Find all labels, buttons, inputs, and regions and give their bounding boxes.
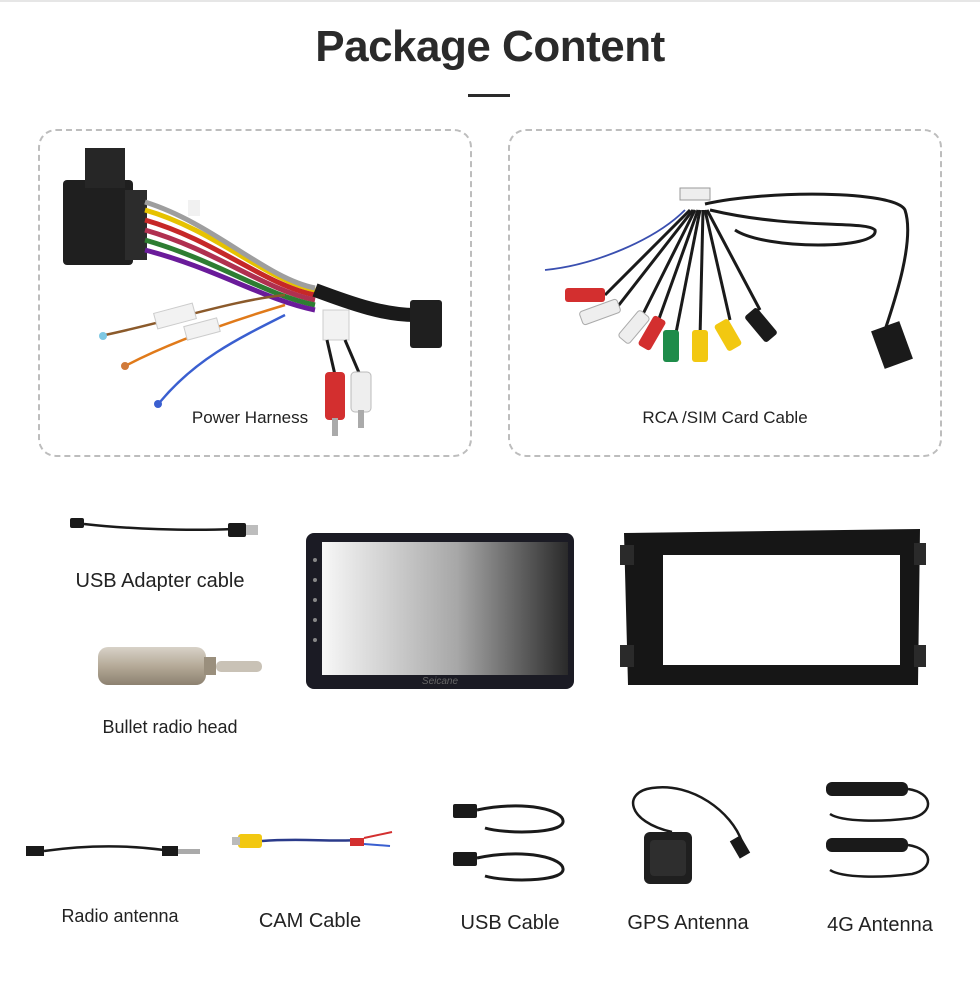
usb-cable-label: USB Cable bbox=[460, 912, 560, 934]
4g-antenna-image bbox=[826, 782, 930, 878]
power-harness-image bbox=[63, 148, 442, 436]
rca-sim-cable-label: RCA /SIM Card Cable bbox=[642, 408, 808, 427]
title-underline bbox=[468, 94, 510, 97]
mounting-frame-image bbox=[620, 529, 926, 685]
head-unit-screen-image bbox=[306, 533, 574, 689]
head-unit-brand: Seicane bbox=[421, 676, 459, 687]
power-harness-label: Power Harness bbox=[191, 408, 309, 427]
usb-cable-image bbox=[453, 804, 565, 882]
bullet-radio-head-label: Bullet radio head bbox=[102, 717, 238, 737]
power-harness-panel bbox=[38, 129, 472, 457]
gps-antenna-label: GPS Antenna bbox=[627, 912, 749, 934]
gps-antenna-image bbox=[632, 785, 751, 884]
radio-antenna-image bbox=[26, 845, 200, 856]
4g-antenna-label: 4G Antenna bbox=[827, 914, 933, 936]
usb-adapter-cable-image bbox=[70, 518, 258, 537]
usb-adapter-cable-label: USB Adapter cable bbox=[75, 570, 245, 592]
cam-cable-image bbox=[232, 831, 393, 848]
rca-sim-cable-image bbox=[544, 187, 913, 369]
bullet-radio-head-image bbox=[98, 647, 262, 685]
cam-cable-label: CAM Cable bbox=[258, 910, 362, 932]
radio-antenna-label: Radio antenna bbox=[61, 906, 179, 926]
page-title: Package Content bbox=[315, 22, 665, 71]
rca-sim-panel bbox=[508, 129, 942, 457]
top-divider bbox=[0, 0, 980, 2]
